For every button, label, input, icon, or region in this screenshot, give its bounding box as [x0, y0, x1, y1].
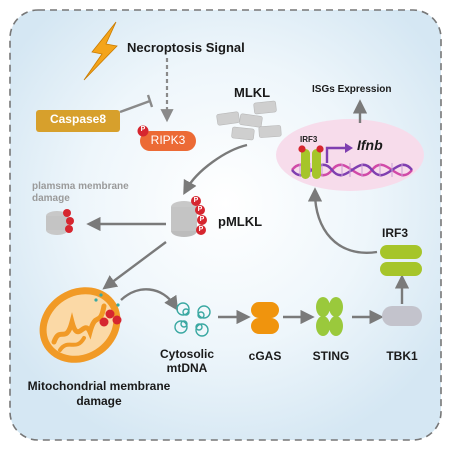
lightning-icon — [83, 21, 118, 81]
mito-label-line2: damage — [76, 394, 122, 408]
mito-label-line1: Mitochondrial membrane — [27, 379, 171, 393]
membrane-stack — [46, 209, 74, 235]
mlkl-to-pmlkl-arrow — [183, 143, 248, 196]
plasma-membrane-label-line1: plamsma membrane — [32, 181, 129, 192]
pmlkl-phospho-3: P — [199, 216, 205, 223]
pmlkl-label: pMLKL — [218, 214, 263, 229]
inhibition-line — [119, 99, 151, 114]
ripk3-phospho-label: P — [140, 126, 146, 133]
irf3-label: IRF3 — [382, 226, 409, 240]
pmlkl-phospho-1: P — [193, 197, 199, 204]
caspase8-box — [36, 110, 120, 132]
irf3-dimer-shape — [298, 145, 324, 179]
ripk3-label: RIPK3 — [150, 133, 186, 147]
transcription-arrowhead — [345, 143, 353, 153]
tbk1-label: TBK1 — [386, 349, 418, 363]
mlkl-blocks — [216, 100, 282, 141]
caspase8-label: Caspase8 — [49, 112, 107, 126]
cgas-shape — [251, 302, 279, 334]
irf3-dimer-label: IRF3 — [300, 135, 318, 144]
cytosolic-label-line2: mtDNA — [166, 361, 208, 375]
tbk1-shape — [382, 306, 422, 326]
ripk3-phospho — [137, 125, 149, 137]
cgas-label: cGAS — [248, 349, 282, 363]
cytosolic-label-line1: Cytosolic — [159, 347, 214, 361]
ifnb-label: Ifnb — [357, 137, 383, 153]
mlkl-label: MLKL — [234, 85, 271, 100]
necroptosis-signal-label: Necroptosis Signal — [127, 40, 245, 55]
inhibition-bar — [146, 94, 154, 108]
dashed-border — [9, 9, 442, 441]
mtdna-icon — [174, 302, 211, 337]
pmlkl-to-mito-arrow — [102, 241, 167, 290]
mitochondrion-icon — [39, 287, 122, 363]
irf3-shape — [380, 245, 422, 276]
irf3-to-nucleus-arrow — [307, 187, 378, 254]
isgs-expression-label: ISGs Expression — [312, 84, 392, 95]
mito-to-mtdna-arrow — [120, 288, 179, 311]
plasma-membrane-label-line2: damage — [32, 193, 70, 204]
ripk3-box — [140, 131, 196, 151]
sting-shape — [316, 297, 343, 336]
sting-label: STING — [312, 349, 350, 363]
nucleus — [276, 119, 424, 191]
pmlkl-phospho-2: P — [197, 206, 203, 213]
pmlkl-stack — [171, 196, 207, 237]
pmlkl-phospho-4: P — [198, 226, 204, 233]
transcription-arrow — [325, 146, 348, 163]
